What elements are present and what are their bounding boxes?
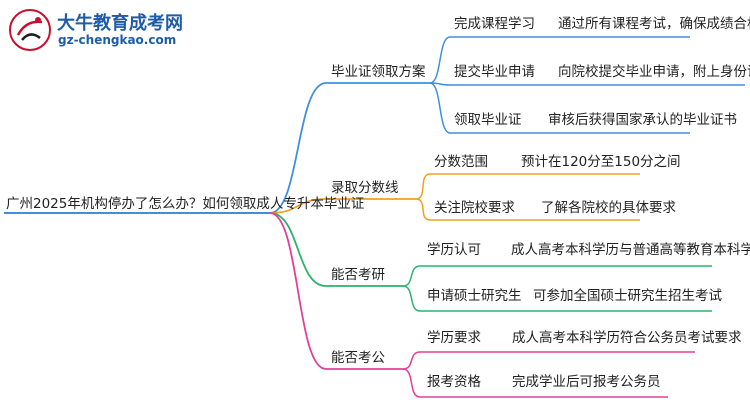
leaf-connector xyxy=(402,351,421,370)
leaf-key: 分数范围 xyxy=(434,154,488,170)
leaf-key: 完成课程学习 xyxy=(454,16,535,32)
branch-connector xyxy=(269,82,327,214)
leaf-value: 审核后获得国家承认的毕业证书 xyxy=(548,112,737,128)
leaf-connector xyxy=(402,368,421,398)
leaf-key: 关注院校要求 xyxy=(434,200,515,216)
logo-emblem-icon xyxy=(9,9,51,51)
leaf-key: 申请硕士研究生 xyxy=(427,288,522,304)
leaf-key: 报考资格 xyxy=(427,374,481,390)
leaf-value: 向院校提交毕业申请，附上身份证和学籍证明 xyxy=(558,64,750,80)
leaf-key: 提交毕业申请 xyxy=(454,64,535,80)
leaf-connector xyxy=(402,285,421,312)
leaf-value: 预计在120分至150分之间 xyxy=(521,154,681,170)
branch-connector xyxy=(269,212,327,287)
leaf-key: 领取毕业证 xyxy=(454,112,522,128)
leaf-value: 通过所有课程考试，确保成绩合格 xyxy=(558,16,750,32)
leaf-value: 可参加全国硕士研究生招生考试 xyxy=(533,288,722,304)
logo-url: gz-chengkao.com xyxy=(58,33,177,47)
leaf-value: 完成学业后可报考公务员 xyxy=(512,374,661,390)
root-topic: 广州2025年机构停办了怎么办？如何领取成人专升本毕业证 xyxy=(6,196,365,212)
leaf-key: 学历要求 xyxy=(427,330,481,346)
branch-connector xyxy=(269,212,327,370)
branch-label-admission-score: 录取分数线 xyxy=(331,180,399,196)
branch-connector xyxy=(269,198,327,214)
leaf-value: 成人高考本科学历与普通高等教育本科学历同等 xyxy=(511,242,750,258)
leaf-connector xyxy=(402,265,421,287)
branch-label-graduation-plan: 毕业证领取方案 xyxy=(331,64,426,80)
leaf-connector xyxy=(429,82,451,134)
leaf-value: 成人高考本科学历符合公务员考试要求 xyxy=(512,330,742,346)
leaf-value: 了解各院校的具体要求 xyxy=(541,200,676,216)
leaf-connector xyxy=(429,36,451,84)
leaf-connector xyxy=(415,198,431,221)
branch-label-postgraduate: 能否考研 xyxy=(331,267,385,283)
leaf-key: 学历认可 xyxy=(427,242,481,258)
branch-label-civil-service: 能否考公 xyxy=(331,350,385,366)
logo-name: 大牛教育成考网 xyxy=(57,13,183,34)
leaf-connector xyxy=(415,173,431,200)
